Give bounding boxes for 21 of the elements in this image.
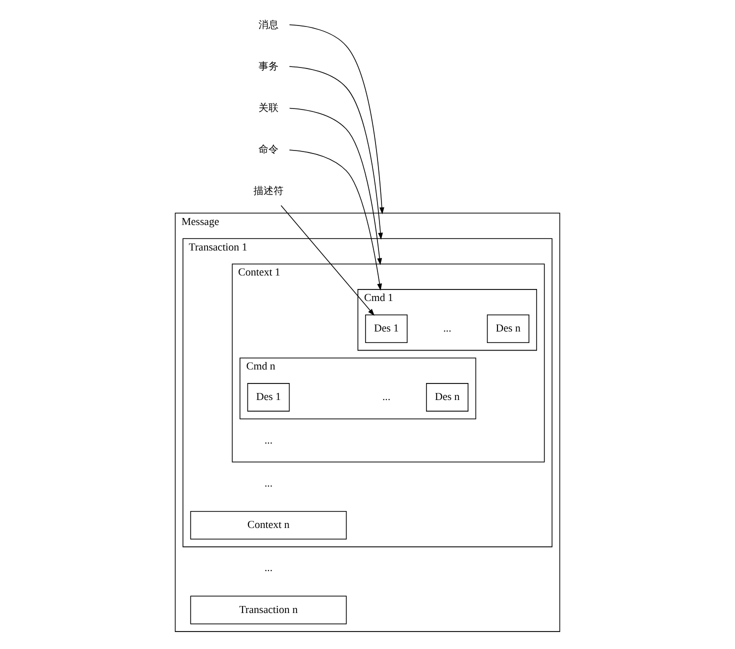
node-text: 命令 [258, 144, 278, 156]
label: ... [443, 322, 452, 335]
label: ... [382, 391, 390, 404]
label: ... [264, 477, 273, 490]
node-box: Context n [190, 510, 347, 540]
node-text: 消息 [258, 20, 278, 31]
node-text: 描述符 [253, 186, 284, 198]
arrow [289, 108, 382, 266]
arrow [289, 66, 383, 240]
node-box: Des n [426, 383, 468, 412]
node-box: Des 1 [247, 383, 290, 412]
node-text: 关联 [258, 102, 278, 114]
label: ... [264, 434, 273, 446]
arrow [280, 205, 375, 316]
node-box: Transaction n [190, 596, 347, 624]
arrow [289, 24, 384, 214]
node-text: 事务 [258, 61, 278, 72]
node-box: Des n [486, 314, 530, 343]
label: ... [264, 562, 273, 574]
arrow [289, 150, 382, 291]
node-box: Des 1 [365, 314, 408, 343]
